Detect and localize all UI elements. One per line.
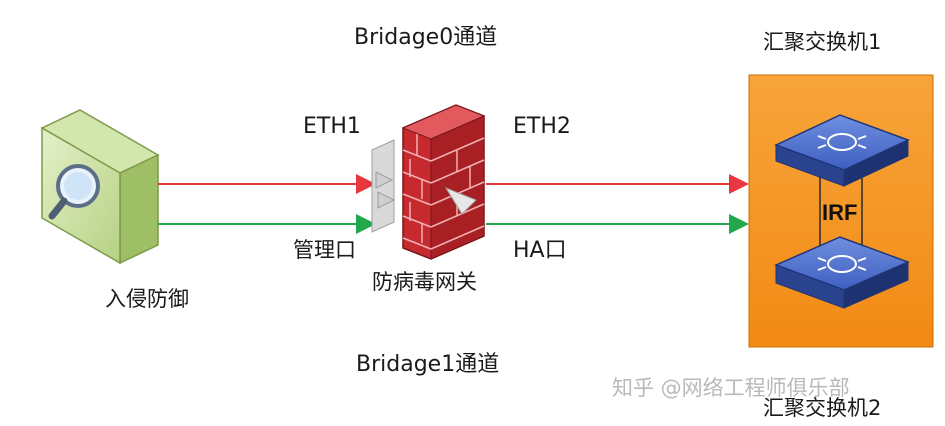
- switch-2-icon: [773, 236, 911, 309]
- bridge0-label: Bridage0通道: [354, 25, 498, 50]
- eth2-label: ETH2: [513, 114, 571, 139]
- bridge1-label: Bridage1通道: [356, 352, 500, 377]
- magnifier-icon: [48, 164, 100, 220]
- ips-label: 入侵防御: [105, 287, 189, 311]
- switch-1-icon: [774, 114, 910, 187]
- watermark: 知乎 @网络工程师俱乐部: [612, 376, 850, 400]
- firewall-icon: [371, 104, 486, 260]
- mgmt-port-label: 管理口: [293, 238, 356, 262]
- ips-device-icon: [40, 109, 160, 265]
- eth1-label: ETH1: [303, 114, 361, 139]
- irf-label: IRF: [822, 200, 858, 225]
- av-gateway-label: 防病毒网关: [372, 270, 477, 294]
- switch2-label: 汇聚交换机2: [763, 396, 882, 420]
- ha-port-label: HA口: [513, 238, 567, 263]
- switch1-label: 汇聚交换机1: [763, 30, 882, 54]
